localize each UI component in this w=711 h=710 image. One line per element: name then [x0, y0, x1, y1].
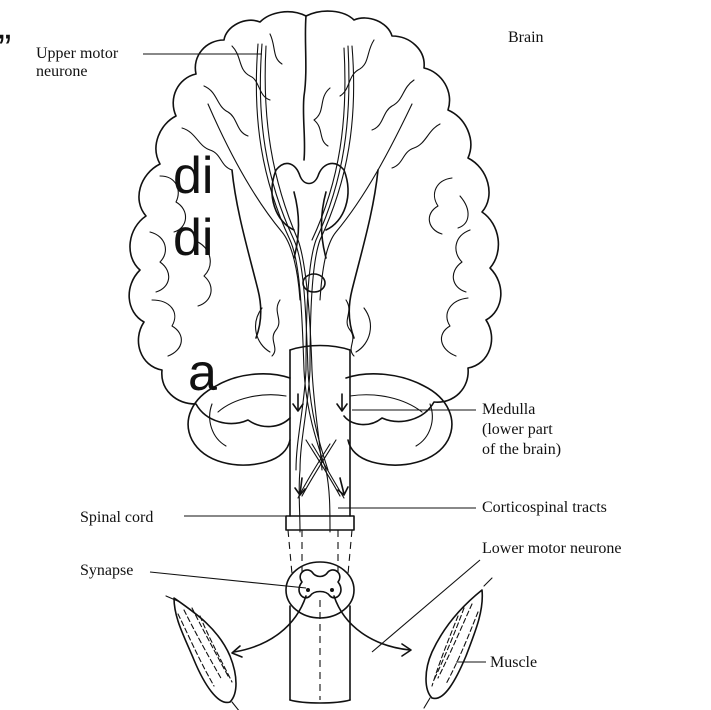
brainstem [286, 346, 354, 531]
lower-motor-neurone-arrows [232, 596, 411, 657]
background-text-fragment-1: di [173, 147, 213, 205]
labels: Upper motor neurone Brain Medulla (lower… [36, 29, 622, 671]
label-upper-motor-neurone-2: neurone [36, 63, 88, 80]
label-brain: Brain [508, 29, 544, 46]
label-muscle: Muscle [490, 654, 537, 671]
spinal-cord-section [286, 562, 354, 703]
label-lower-motor-neurone: Lower motor neurone [482, 540, 622, 557]
corticospinal-fibres [208, 44, 412, 532]
label-corticospinal-tracts: Corticospinal tracts [482, 499, 607, 516]
label-medulla-3: of the brain) [482, 441, 561, 458]
label-synapse: Synapse [80, 562, 133, 579]
left-muscle [166, 596, 240, 710]
label-upper-motor-neurone-1: Upper motor [36, 45, 119, 62]
label-medulla-2: (lower part [482, 421, 553, 438]
right-muscle [424, 578, 492, 708]
background-text-fragment-2: di [173, 209, 213, 267]
label-medulla-1: Medulla [482, 401, 535, 418]
label-spinal-cord: Spinal cord [80, 509, 153, 526]
background-text-fragment-3: a [188, 344, 217, 402]
background-quote-fragment: ” [0, 27, 11, 71]
